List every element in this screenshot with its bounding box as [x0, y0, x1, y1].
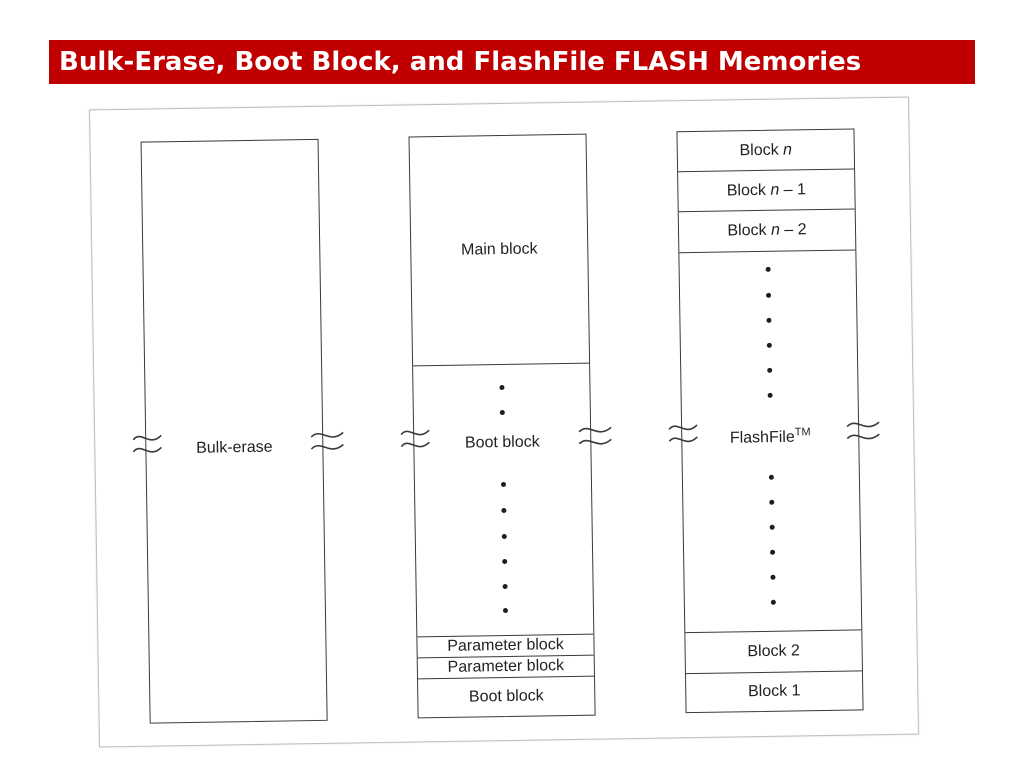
flashfile-label: FlashFileTM — [729, 426, 811, 447]
boot-block-bottom-label: Boot block — [468, 686, 544, 706]
block-n-minus-2-label: Block n – 2 — [727, 221, 807, 240]
page-title: Bulk-Erase, Boot Block, and FlashFile FL… — [49, 40, 975, 84]
ellipsis-dot — [502, 607, 508, 614]
ellipsis-dot — [501, 533, 507, 540]
parameter-block-2-label: Parameter block — [447, 657, 565, 676]
ellipsis-dot — [769, 499, 775, 505]
block-n-minus-1-label: Block n – 1 — [726, 180, 807, 199]
ellipsis-dot — [502, 558, 508, 565]
block-n: Block n — [677, 129, 854, 171]
block-1-label: Block 1 — [747, 681, 801, 700]
block-n-label: Block n — [739, 140, 793, 159]
block-2-label: Block 2 — [747, 642, 800, 661]
ellipsis-dot — [768, 474, 774, 480]
ellipsis-dot — [500, 481, 507, 488]
ellipsis-dot — [765, 266, 771, 272]
parameter-block-1-label: Parameter block — [447, 636, 564, 655]
bulk-erase-label: Bulk-erase — [195, 438, 273, 457]
break-symbol-icon — [846, 421, 880, 440]
main-block-label: Main block — [460, 240, 538, 259]
ellipsis-dot — [499, 384, 505, 391]
ellipsis-dot — [770, 549, 776, 555]
boot-block-bottom: Boot block — [418, 675, 595, 717]
ellipsis-dot — [499, 409, 505, 416]
boot-block-middle-label: Boot block — [464, 433, 540, 452]
ellipsis-dot — [766, 292, 772, 298]
boot-block-region — [413, 362, 594, 637]
block-1: Block 1 — [685, 670, 863, 712]
break-symbol-icon — [310, 431, 344, 450]
ellipsis-dot — [501, 507, 507, 514]
break-symbol-icon — [668, 424, 698, 443]
parameter-block-1: Parameter block — [417, 633, 594, 658]
ellipsis-dot — [769, 524, 775, 530]
parameter-block-2: Parameter block — [417, 654, 594, 679]
ellipsis-dot — [770, 599, 776, 605]
ellipsis-dot — [766, 317, 772, 323]
ellipsis-dot — [767, 392, 773, 398]
break-symbol-icon — [132, 434, 162, 453]
ellipsis-dot — [770, 574, 776, 580]
block-n-minus-1: Block n – 1 — [678, 168, 855, 212]
block-n-minus-2: Block n – 2 — [678, 208, 856, 253]
diagram-figure: Bulk-erase Main block Boot block Paramet… — [89, 96, 919, 748]
ellipsis-dot — [502, 583, 508, 590]
ellipsis-dot — [766, 342, 772, 348]
block-2: Block 2 — [685, 629, 862, 674]
ellipsis-dot — [767, 367, 773, 373]
main-block: Main block — [410, 135, 590, 366]
break-symbol-icon — [400, 429, 430, 448]
break-symbol-icon — [578, 426, 612, 445]
